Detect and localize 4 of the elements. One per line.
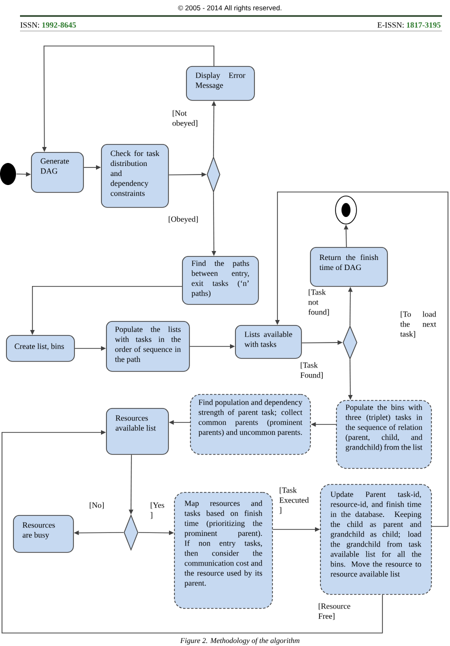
arrow	[2, 430, 383, 634]
arrow	[275, 192, 448, 527]
end-circle	[335, 196, 357, 224]
start-circle	[0, 163, 16, 185]
